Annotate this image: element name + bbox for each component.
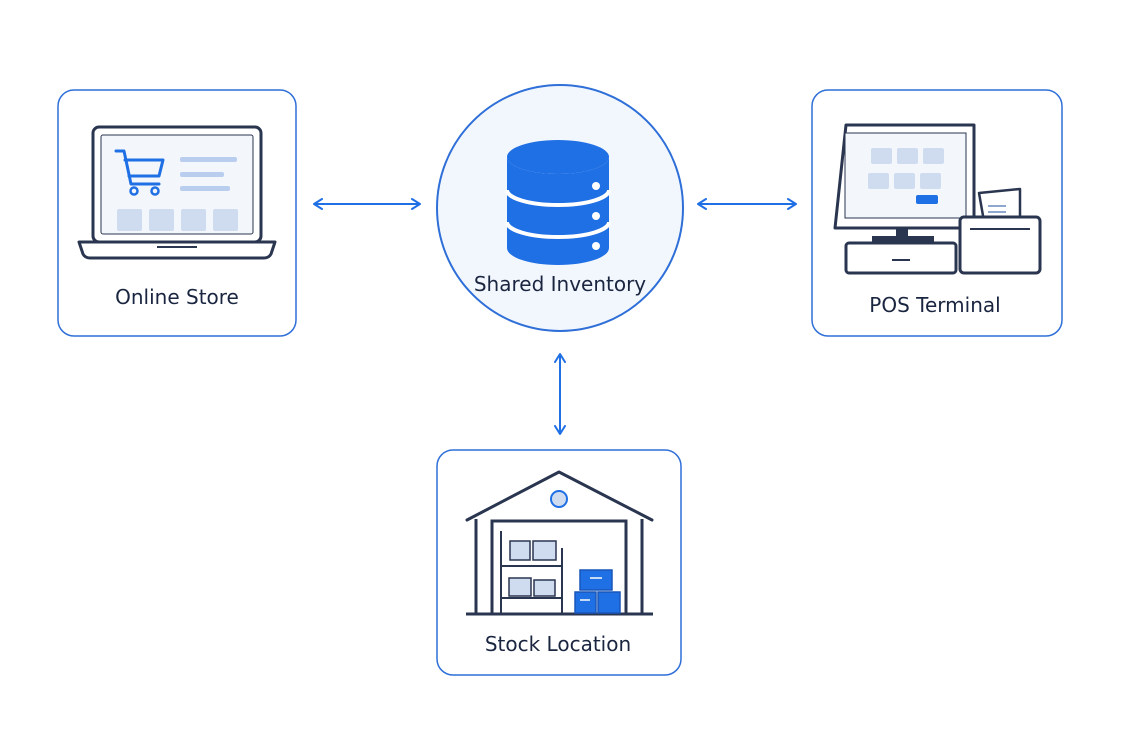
pos-terminal-icon [833, 123, 1042, 275]
database-icon [505, 140, 611, 265]
warehouse-icon [465, 470, 654, 616]
shared-inventory-label: Shared Inventory [473, 272, 647, 296]
laptop-shopping-cart-icon [77, 125, 277, 260]
online-store-label: Online Store [115, 285, 239, 309]
stock-location-label: Stock Location [484, 632, 632, 656]
pos-terminal-label: POS Terminal [869, 293, 1001, 317]
